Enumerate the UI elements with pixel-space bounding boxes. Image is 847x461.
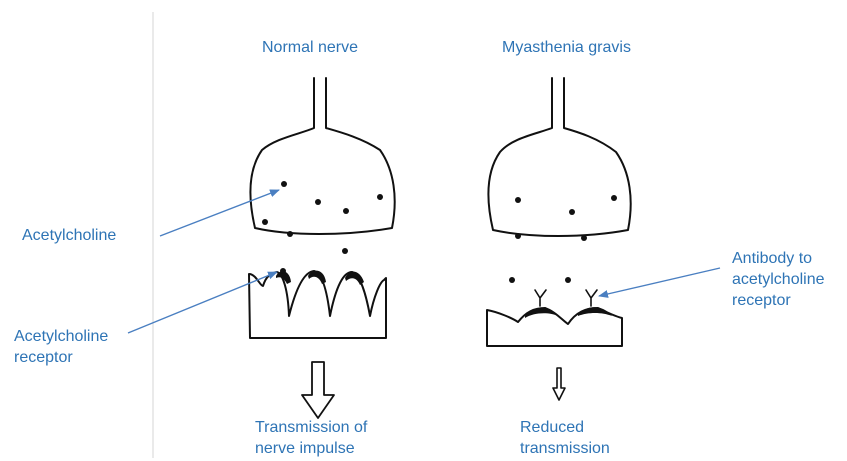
outcome-myasthenia: Reduced transmission bbox=[520, 417, 610, 459]
title-myasthenia-gravis: Myasthenia gravis bbox=[502, 37, 631, 58]
outcome-normal-line-1: Transmission of bbox=[255, 417, 367, 438]
label-acetylcholine-receptor-line-2: receptor bbox=[14, 347, 108, 368]
label-antibody-line-1: Antibody to bbox=[732, 248, 825, 269]
antibody-pointer bbox=[599, 268, 720, 296]
normal-receptor-bound-ach bbox=[276, 268, 364, 285]
normal-receptor-membrane bbox=[249, 271, 386, 338]
label-antibody: Antibody to acetylcholine receptor bbox=[732, 248, 825, 311]
myasthenia-receptor-shading bbox=[525, 307, 612, 318]
normal-nerve-terminal bbox=[250, 78, 394, 234]
title-normal-nerve: Normal nerve bbox=[262, 37, 358, 58]
myasthenia-down-arrow bbox=[553, 368, 565, 400]
label-antibody-line-2: acetylcholine bbox=[732, 269, 825, 290]
outcome-myasthenia-line-2: transmission bbox=[520, 438, 610, 459]
label-acetylcholine-receptor: Acetylcholine receptor bbox=[14, 326, 108, 368]
normal-down-arrow bbox=[302, 362, 334, 418]
antibody-icon bbox=[535, 290, 597, 306]
label-acetylcholine: Acetylcholine bbox=[22, 225, 116, 246]
myasthenia-nerve-terminal bbox=[488, 78, 630, 236]
outcome-normal: Transmission of nerve impulse bbox=[255, 417, 367, 459]
receptor-pointer bbox=[128, 272, 277, 333]
label-acetylcholine-receptor-line-1: Acetylcholine bbox=[14, 326, 108, 347]
myasthenia-vesicles bbox=[509, 195, 617, 283]
outcome-normal-line-2: nerve impulse bbox=[255, 438, 367, 459]
label-antibody-line-3: receptor bbox=[732, 290, 825, 311]
normal-vesicles bbox=[262, 181, 383, 254]
outcome-myasthenia-line-1: Reduced bbox=[520, 417, 610, 438]
